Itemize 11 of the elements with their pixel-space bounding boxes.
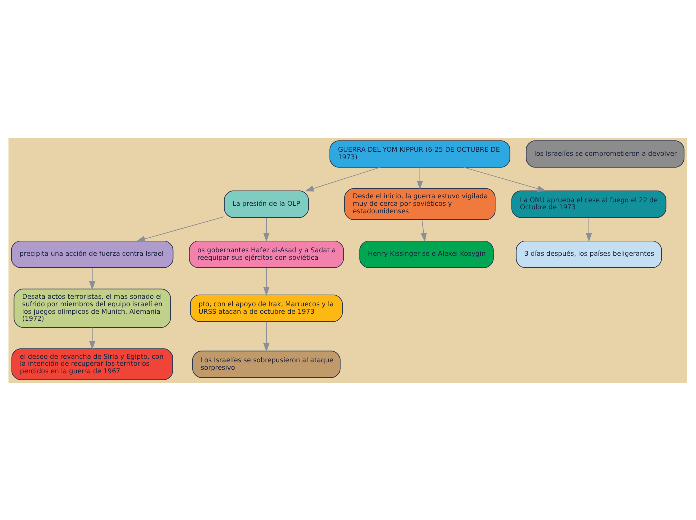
arrow bbox=[264, 267, 270, 296]
arrow bbox=[586, 217, 592, 242]
arrow bbox=[305, 166, 381, 192]
arrow bbox=[417, 166, 424, 190]
arrow bbox=[420, 219, 428, 242]
arrow bbox=[464, 166, 547, 192]
arrow bbox=[136, 216, 225, 242]
arrow bbox=[89, 326, 96, 350]
arrow bbox=[264, 321, 270, 352]
arrow bbox=[264, 217, 270, 242]
arrow bbox=[89, 267, 96, 290]
